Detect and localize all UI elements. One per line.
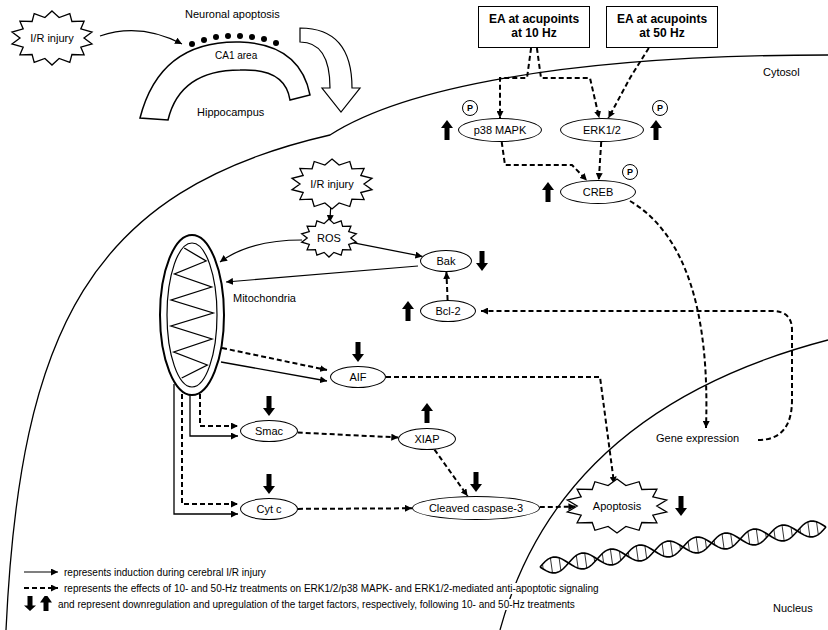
node-text: EA at acupoints at 10 Hz [483,13,585,41]
process-label: Gene expression [655,432,740,445]
down-arrow-symbol [476,251,488,271]
structure-label: Hippocampus [196,106,265,119]
hollow-arrow [300,28,360,112]
creb-to-gene [630,201,706,428]
node-text: I/R injury [310,178,353,191]
down-arrow-symbol [675,496,687,516]
protein-ellipse: XIAP [398,428,456,450]
node-text: Smac [255,425,283,438]
node-text: P [657,103,663,113]
up-arrow-symbol [650,120,662,140]
connector-arrow [386,377,614,484]
connector-arrow [446,272,447,300]
down-arrow-symbol [263,396,275,416]
node-text: ROS [317,232,341,245]
node-text: XIAP [414,433,439,446]
region-label: Neuronal apoptosis [184,8,281,21]
protein-ellipse: Bcl-2 [420,300,476,322]
phospho-circle: P [462,100,478,116]
protein-ellipse: p38 MAPK [458,118,542,142]
down-arrow-symbol [263,474,275,494]
node-text: Bcl-2 [435,305,460,318]
legend-text: and represent downregulation and upregul… [56,599,577,610]
node-text: P [467,103,473,113]
compartment-label: Nucleus [772,602,814,615]
protein-ellipse: ERK1/2 [560,118,644,142]
injury-starburst: I/R injury [10,10,94,66]
node-text: I/R injury [30,32,73,45]
legend: represents induction during cerebral I/R… [22,564,712,612]
connector-arrow [435,450,468,497]
gene-to-bcl2 [481,311,792,440]
protein-ellipse: Cleaved caspase-3 [412,496,540,520]
node-text: Bak [437,255,456,268]
connector-arrow [599,142,601,180]
connector-arrow [351,242,422,256]
legend-sample [22,596,56,612]
up-arrow-symbol [402,301,414,321]
phospho-circle: P [652,100,668,116]
node-text: CREB [583,186,614,199]
up-arrow-symbol [441,120,453,140]
hippocampus-shape [140,42,310,120]
node-text: P [627,167,633,177]
connector-arrow [537,48,599,118]
connector-arrow [540,506,576,509]
up-arrow-symbol [542,182,554,202]
connector-arrow [298,507,412,510]
node-text: Cleaved caspase-3 [429,502,523,515]
node-text: p38 MAPK [474,124,527,137]
down-arrow-symbol [470,472,482,492]
node-text: ERK1/2 [583,124,621,137]
node-text: Cyt c [256,503,281,516]
legend-sample [22,582,62,594]
ros-starburst: ROS [300,218,358,258]
compartment-label: Cytosol [762,66,801,79]
legend-text: represents the effects of 10- and 50-Hz … [62,583,601,594]
apoptotic-neuron-dots [189,33,279,47]
apoptosis-starburst: Apoptosis [565,478,669,534]
legend-row: and represent downregulation and upregul… [22,596,712,612]
mitochondria-inner [167,243,217,387]
up-arrow-symbol [421,403,433,423]
area-label: CA1 area [214,50,258,62]
node-text: Apoptosis [593,500,641,513]
connector-arrow [608,48,648,118]
stimulus-box: EA at acupoints at 10 Hz [478,6,590,48]
connector-arrow [298,433,399,438]
legend-row: represents induction during cerebral I/R… [22,564,712,580]
mitochondria-outer [160,235,224,395]
stimulus-box: EA at acupoints at 50 Hz [606,6,718,48]
protein-ellipse: Cyt c [240,498,298,520]
injury-starburst: I/R injury [290,158,374,210]
legend-sample [22,566,62,578]
protein-ellipse: AIF [330,366,386,388]
connector-arrow [500,48,531,118]
down-arrow-symbol [352,342,364,362]
dna-helix [540,521,826,573]
connector-arrow [502,142,587,181]
mitochondria-release-lines [174,348,327,514]
protein-ellipse: Bak [420,250,472,272]
bak-to-mitochondria [226,266,418,282]
cell-membrane [6,55,828,630]
induction-arrow [100,31,182,44]
node-text: EA at acupoints at 50 Hz [611,13,713,41]
legend-row: represents the effects of 10- and 50-Hz … [22,580,712,596]
protein-ellipse: CREB [560,180,636,204]
organelle-label: Mitochondria [232,292,297,305]
mitochondria-cristae [171,248,213,378]
phospho-circle: P [622,164,638,180]
ros-to-mitochondria [220,240,302,262]
node-text: AIF [349,371,366,384]
legend-text: represents induction during cerebral I/R… [62,567,268,578]
regulation-arrows [263,120,687,516]
protein-ellipse: Smac [240,420,298,442]
